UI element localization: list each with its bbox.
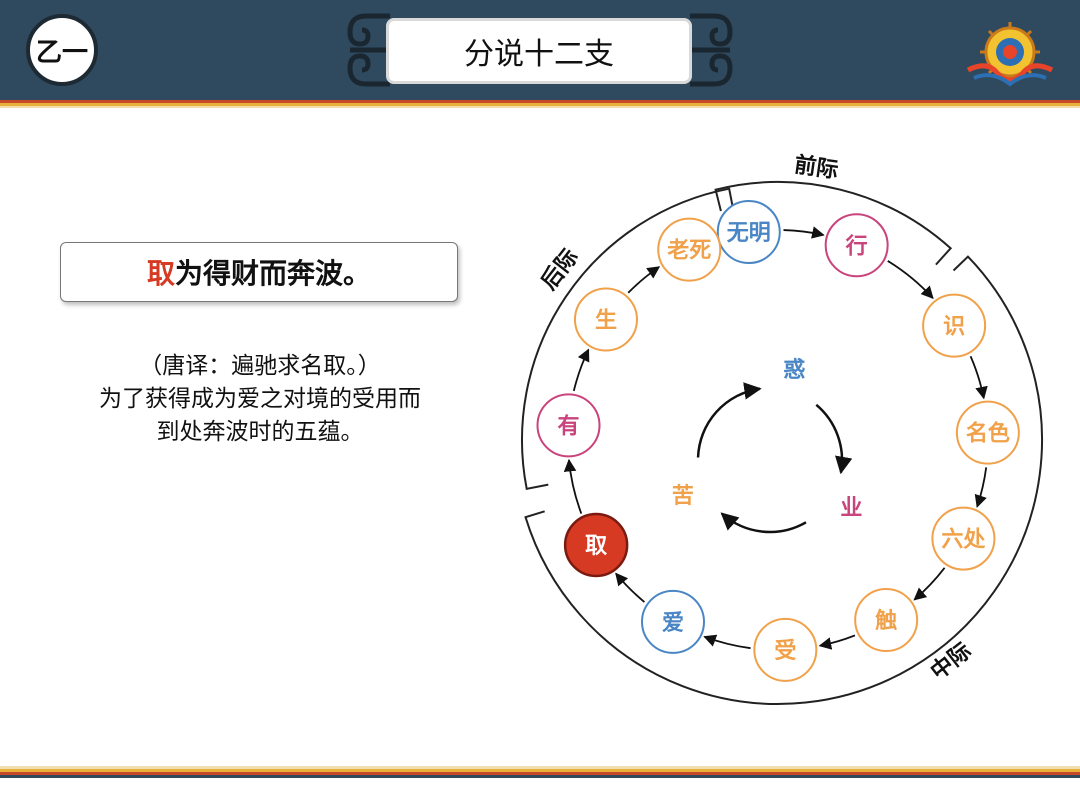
link-node: 老死 (657, 217, 722, 282)
link-node-circle (563, 512, 629, 578)
link-arrow (572, 348, 590, 392)
link-node: 行 (824, 213, 889, 278)
link-node: 识 (922, 293, 987, 358)
link-arrow (969, 355, 988, 400)
cycle-arrow (696, 382, 762, 458)
footer-stripe (0, 766, 1080, 778)
cycle-label: 业 (840, 496, 862, 521)
link-node: 爱 (641, 589, 705, 654)
note-line-3: 到处奔波时的五蕴。 (156, 419, 364, 445)
link-node-label: 有 (558, 413, 580, 439)
link-node-circle (955, 400, 1020, 465)
page-title: 分说十二支 (386, 18, 692, 84)
link-arrow (615, 572, 645, 603)
link-node: 无明 (716, 200, 781, 265)
link-node: 生 (573, 287, 638, 352)
link-node-label: 触 (875, 608, 897, 634)
note-line-1: （唐译：遍驰求名取。） (139, 353, 381, 379)
right-scroll-ornament (690, 13, 733, 87)
period-label: 后际 (537, 245, 584, 295)
link-node-circle (854, 588, 919, 653)
link-node-circle (922, 293, 987, 358)
link-node-label: 六处 (941, 527, 985, 553)
period-label: 中际 (926, 638, 976, 685)
link-node-label: 无明 (727, 221, 771, 246)
cycle-arrow (815, 403, 853, 475)
cycle-label: 苦 (672, 484, 694, 509)
link-arrows (563, 226, 988, 650)
link-node-label: 生 (595, 309, 617, 334)
lead-highlight: 取 (146, 257, 175, 290)
translation-note: （唐译：遍驰求名取。） 为了获得成为爱之对境的受用而 到处奔波时的五蕴。 (40, 350, 480, 449)
link-arrow (818, 634, 856, 650)
period-label: 前际 (793, 152, 840, 184)
link-node: 六处 (931, 506, 996, 571)
link-node: 名色 (955, 400, 1020, 465)
link-arrow (627, 266, 661, 294)
link-node-label: 老死 (666, 239, 711, 264)
inner-cycle: 惑业 苦 (672, 358, 862, 534)
link-arrow (563, 458, 583, 514)
section-badge: 乙一 (26, 14, 98, 86)
cycle-label: 惑 (783, 358, 805, 383)
link-node-label: 受 (774, 638, 796, 664)
header-stripe (0, 100, 1080, 108)
link-node-circle (657, 217, 722, 282)
link-node-circle (931, 506, 996, 571)
link-node-circle (753, 617, 818, 682)
link-arrow (974, 467, 988, 508)
link-node-circle (824, 213, 889, 278)
link-node: 取 (563, 512, 629, 578)
cycle-arrow (720, 512, 807, 534)
left-scroll-ornament (347, 13, 390, 87)
link-node-label: 行 (845, 233, 868, 259)
link-arrow (913, 567, 946, 601)
dharma-wheel-icon (966, 22, 1054, 87)
link-node-circle (573, 287, 638, 352)
period-bracket (521, 187, 735, 491)
link-node-label: 名色 (966, 421, 1010, 447)
period-brackets (521, 181, 1043, 705)
link-node-circle (716, 200, 781, 265)
link-node-circle (536, 393, 601, 458)
link-node-label: 爱 (662, 611, 684, 636)
lead-text: 为得财而奔波。 (175, 257, 372, 290)
link-arrow (703, 634, 751, 650)
lead-statement: 取为得财而奔波。 (60, 242, 458, 302)
link-node: 有 (536, 393, 601, 458)
link-node: 受 (753, 617, 818, 682)
link-node-label: 取 (585, 534, 607, 559)
note-line-2: 为了获得成为爱之对境的受用而 (99, 386, 421, 412)
period-bracket (714, 181, 953, 266)
link-arrow (887, 260, 934, 300)
link-node-label: 识 (943, 315, 965, 340)
period-bracket (524, 255, 1043, 705)
link-node-circle (641, 589, 705, 654)
link-node: 触 (854, 588, 919, 653)
link-arrow (783, 226, 825, 239)
